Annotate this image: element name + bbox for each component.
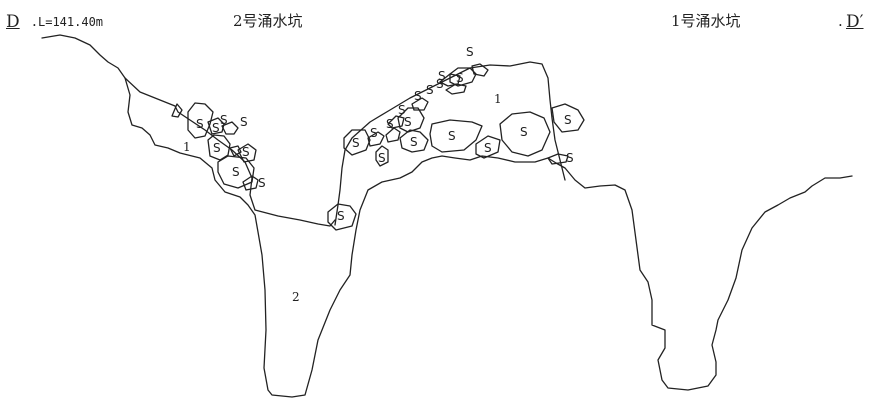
- boulder-symbol: S: [242, 145, 250, 159]
- boulder-center-5: [385, 127, 401, 143]
- boulder-center-18: [471, 63, 489, 77]
- boulder-symbol: S: [484, 141, 492, 155]
- cavity-left: [124, 77, 336, 227]
- pit-1-label: 1号涌水坑: [671, 12, 741, 30]
- boulder-left-1: [171, 103, 183, 118]
- section-start-label: D: [6, 12, 20, 32]
- boulder-left-9: [242, 175, 259, 191]
- zone-label-left: 1: [183, 140, 191, 154]
- boulder-symbol: S: [378, 151, 386, 165]
- boulder-left-7: [237, 143, 257, 163]
- section-length-label: L=141.40m: [38, 15, 104, 29]
- boulder-symbol: S: [196, 117, 204, 131]
- boulder-center-15: [439, 73, 461, 87]
- zone-label-pit: 2: [292, 290, 300, 304]
- boulder-center-14: [547, 153, 569, 165]
- boulder-symbol: S: [438, 69, 446, 83]
- boulder-center-16: [445, 83, 467, 95]
- boulder-symbol: S: [466, 45, 474, 59]
- zone-label-center: 1: [494, 92, 502, 106]
- boulder-symbol: S: [564, 113, 572, 127]
- boulder-center-12: [499, 111, 551, 157]
- boulder-symbol: S: [337, 209, 345, 223]
- boulder-symbol: S: [414, 89, 422, 103]
- boulder-symbol: S: [566, 151, 574, 165]
- cavity-center: [334, 61, 566, 226]
- section-end-dot: .: [838, 12, 843, 30]
- boulder-center-7: [397, 107, 425, 133]
- boulder-symbol: S: [410, 135, 418, 149]
- boulder-symbol: S: [520, 125, 528, 139]
- boulder-center-9: [399, 129, 429, 153]
- boulder-symbol: S: [213, 141, 221, 155]
- boulder-symbol: S: [456, 71, 464, 85]
- pit-2-label: 2号涌水坑: [233, 12, 303, 30]
- section-end-label: D′: [846, 12, 864, 32]
- boulder-symbol: S: [352, 136, 360, 150]
- boulder-symbol: S: [212, 121, 220, 135]
- boulder-symbol: S: [220, 113, 228, 127]
- boulder-center-6: [387, 115, 405, 129]
- boulder-left-4: [221, 121, 239, 135]
- boulder-symbol: S: [386, 117, 394, 131]
- boulder-center-1: [327, 203, 357, 231]
- boulder-symbol: S: [448, 129, 456, 143]
- boulder-symbol: S: [240, 115, 248, 129]
- boulder-center-8: [411, 97, 429, 111]
- boulder-left-8: [217, 155, 255, 189]
- section-start-dot: .: [32, 12, 37, 30]
- boulder-symbol: S: [404, 115, 412, 129]
- boulder-center-17: [449, 67, 477, 87]
- boulder-center-3: [367, 131, 385, 147]
- boulder-left-2: [187, 102, 214, 139]
- boulder-center-11: [475, 135, 501, 159]
- boulder-center-4: [375, 145, 389, 167]
- boulder-symbol: S: [436, 77, 444, 91]
- boulder-left-5: [207, 134, 231, 161]
- boulder-symbol: S: [232, 165, 240, 179]
- boulder-symbol: S: [398, 103, 406, 117]
- boulder-center-13: [551, 103, 585, 133]
- boulder-left-6: [229, 145, 242, 157]
- boulder-center-2: [343, 129, 371, 156]
- boulder-symbol: S: [370, 126, 378, 140]
- boulder-symbol: S: [258, 176, 266, 190]
- boulder-symbol: S: [426, 83, 434, 97]
- boulder-center-10: [429, 119, 483, 153]
- ground-profile-left: [41, 34, 853, 398]
